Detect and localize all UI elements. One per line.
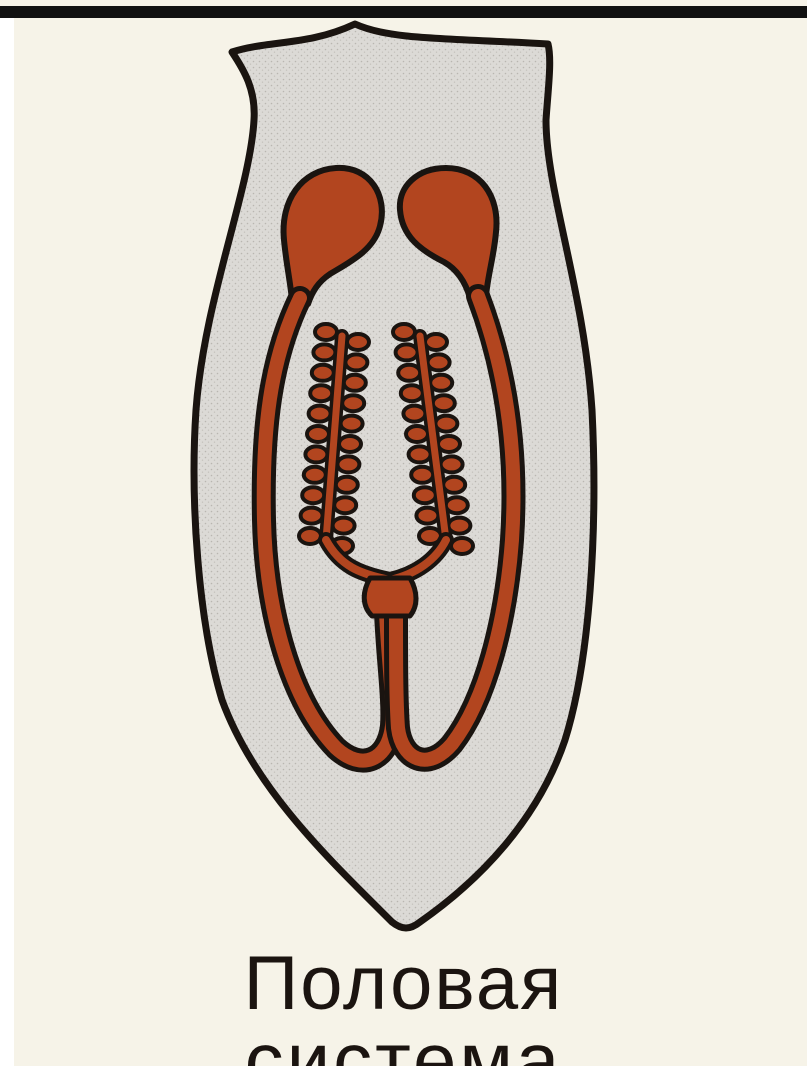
right-vitelline-gland-lobe [425, 334, 447, 350]
left-vitelline-gland-lobe [299, 528, 321, 544]
left-vitelline-gland-lobe [309, 406, 331, 422]
left-vitelline-gland-lobe [305, 446, 327, 462]
right-vitelline-gland-lobe [414, 487, 436, 503]
left-vitelline-gland-lobe [347, 334, 369, 350]
left-vitelline-gland-lobe [310, 385, 332, 401]
left-vitelline-gland-lobe [344, 375, 366, 391]
right-vitelline-gland-lobe [430, 375, 452, 391]
right-vitelline-gland-lobe [433, 395, 455, 411]
left-vitelline-gland-lobe [341, 416, 363, 432]
left-vitelline-gland-lobe [301, 508, 323, 524]
right-vitelline-gland-lobe [396, 344, 418, 360]
right-vitelline-gland-lobe [428, 354, 450, 370]
right-vitelline-gland-lobe [443, 477, 465, 493]
left-vitelline-gland-lobe [333, 518, 355, 534]
left-margin-shade [0, 18, 14, 1066]
left-vitelline-gland-lobe [313, 344, 335, 360]
left-vitelline-gland-lobe [304, 467, 326, 483]
left-vitelline-gland-lobe [342, 395, 364, 411]
left-vitelline-gland-lobe [315, 324, 337, 340]
right-vitelline-gland-lobe [411, 467, 433, 483]
right-vitelline-gland-lobe [416, 508, 438, 524]
right-vitelline-gland-lobe [393, 324, 415, 340]
left-vitelline-gland-lobe [312, 365, 334, 381]
left-vitelline-gland-lobe [302, 487, 324, 503]
right-vitelline-gland-lobe [451, 538, 473, 554]
right-vitelline-gland-lobe [438, 436, 460, 452]
left-vitelline-gland-lobe [345, 354, 367, 370]
top-border-line [0, 6, 807, 18]
left-vitelline-gland-lobe [339, 436, 361, 452]
ootype [364, 578, 416, 616]
right-vitelline-gland-lobe [403, 406, 425, 422]
right-vitelline-gland-lobe [441, 456, 463, 472]
right-vitelline-gland-lobe [406, 426, 428, 442]
caption-line-2: система [0, 1020, 807, 1066]
left-vitelline-gland-lobe [337, 456, 359, 472]
right-vitelline-gland-lobe [398, 365, 420, 381]
right-vitelline-gland-lobe [435, 416, 457, 432]
right-vitelline-gland-lobe [448, 518, 470, 534]
right-vitelline-gland-lobe [401, 385, 423, 401]
right-vitelline-gland-lobe [409, 446, 431, 462]
left-vitelline-gland-lobe [336, 477, 358, 493]
caption-line-1: Половая [0, 944, 807, 1024]
right-vitelline-gland-lobe [446, 497, 468, 513]
left-vitelline-gland-lobe [334, 497, 356, 513]
left-vitelline-gland-lobe [307, 426, 329, 442]
